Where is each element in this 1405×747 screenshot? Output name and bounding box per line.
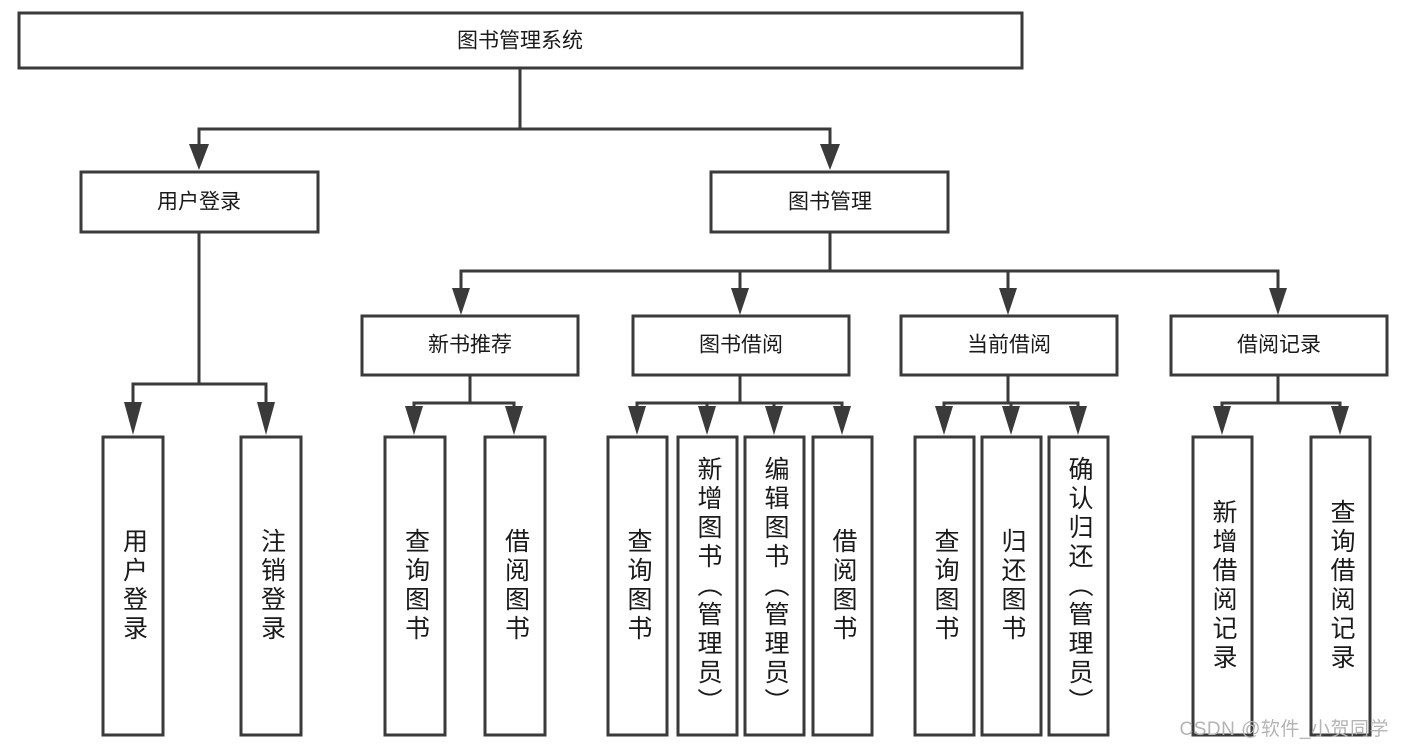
node-user-login[interactable]: 用户登录 <box>79 170 320 234</box>
arrow-head-book-management <box>820 144 840 170</box>
leaf-boxes <box>101 435 1372 737</box>
leaf-box-user-login[interactable] <box>101 435 165 737</box>
node-root-label: 图书管理系统 <box>457 30 583 53</box>
node-user-login-box[interactable] <box>79 170 320 234</box>
leaf-box-query-book-3[interactable] <box>913 435 976 737</box>
arrow-head-leaf-user-login <box>124 402 142 435</box>
arrow-head-leaf-return-book <box>1002 406 1020 435</box>
node-book-management-box[interactable] <box>709 170 950 234</box>
node-current-borrow-box[interactable] <box>899 314 1119 377</box>
connector-group-book-management <box>452 230 1287 315</box>
arrow-head-leaf-edit-book <box>765 406 783 435</box>
connector-group-new-book-recommend <box>405 373 523 435</box>
leaf-box-logout[interactable] <box>239 435 303 737</box>
arrow-head-leaf-add-record <box>1213 406 1231 435</box>
node-current-borrow-label: 当前借阅 <box>967 334 1051 357</box>
node-borrow-record-box[interactable] <box>1169 314 1389 377</box>
watermark-text: CSDN @软件_小贺同学 <box>1179 719 1389 740</box>
arrow-head-book-borrow <box>731 288 749 315</box>
leaf-box-query-book-2[interactable] <box>606 435 669 737</box>
arrow-head-user-login <box>189 144 209 170</box>
arrow-head-leaf-query-book-2 <box>628 406 646 435</box>
node-new-book-recommend[interactable]: 新书推荐 <box>360 314 580 377</box>
arrow-head-leaf-query-record <box>1331 406 1349 435</box>
arrow-head-leaf-add-book <box>698 406 716 435</box>
node-user-login-label: 用户登录 <box>157 191 241 214</box>
leaf-box-borrow-book-1[interactable] <box>483 435 547 737</box>
leaf-box-edit-book[interactable] <box>743 435 806 737</box>
arrow-head-leaf-logout <box>257 402 275 435</box>
leaf-box-query-record[interactable] <box>1309 435 1372 737</box>
connector-group-user-login <box>124 230 275 435</box>
arrow-head-leaf-borrow-book-1 <box>505 406 523 435</box>
leaf-box-borrow-book-2[interactable] <box>811 435 874 737</box>
node-borrow-record[interactable]: 借阅记录 <box>1169 314 1389 377</box>
connector-group-current-borrow <box>935 373 1087 435</box>
arrow-head-leaf-confirm-return <box>1069 406 1087 435</box>
arrow-head-leaf-query-book-1 <box>405 406 423 435</box>
node-book-management[interactable]: 图书管理 <box>709 170 950 234</box>
node-borrow-record-label: 借阅记录 <box>1237 334 1321 357</box>
connector-group-root <box>189 66 840 170</box>
node-book-borrow[interactable]: 图书借阅 <box>631 314 851 377</box>
leaf-box-query-book-1[interactable] <box>383 435 447 737</box>
node-new-book-recommend-box[interactable] <box>360 314 580 377</box>
leaf-box-add-book[interactable] <box>676 435 739 737</box>
leaf-box-add-record[interactable] <box>1191 435 1254 737</box>
leaf-box-confirm-return[interactable] <box>1047 435 1110 737</box>
arrow-head-current-borrow <box>999 288 1017 315</box>
node-root-box[interactable] <box>17 11 1024 70</box>
arrow-head-leaf-query-book-3 <box>935 406 953 435</box>
node-new-book-recommend-label: 新书推荐 <box>428 334 512 357</box>
leaf-box-return-book[interactable] <box>980 435 1043 737</box>
connector-group-book-borrow <box>628 373 851 435</box>
arrow-head-borrow-record <box>1269 288 1287 315</box>
node-current-borrow[interactable]: 当前借阅 <box>899 314 1119 377</box>
node-book-management-label: 图书管理 <box>788 191 872 214</box>
node-root[interactable]: 图书管理系统 <box>17 11 1024 70</box>
arrow-head-new-book-recommend <box>452 288 470 315</box>
node-book-borrow-box[interactable] <box>631 314 851 377</box>
connector-group-borrow-record <box>1213 373 1349 435</box>
node-book-borrow-label: 图书借阅 <box>699 334 783 357</box>
arrow-head-leaf-borrow-book-2 <box>833 406 851 435</box>
